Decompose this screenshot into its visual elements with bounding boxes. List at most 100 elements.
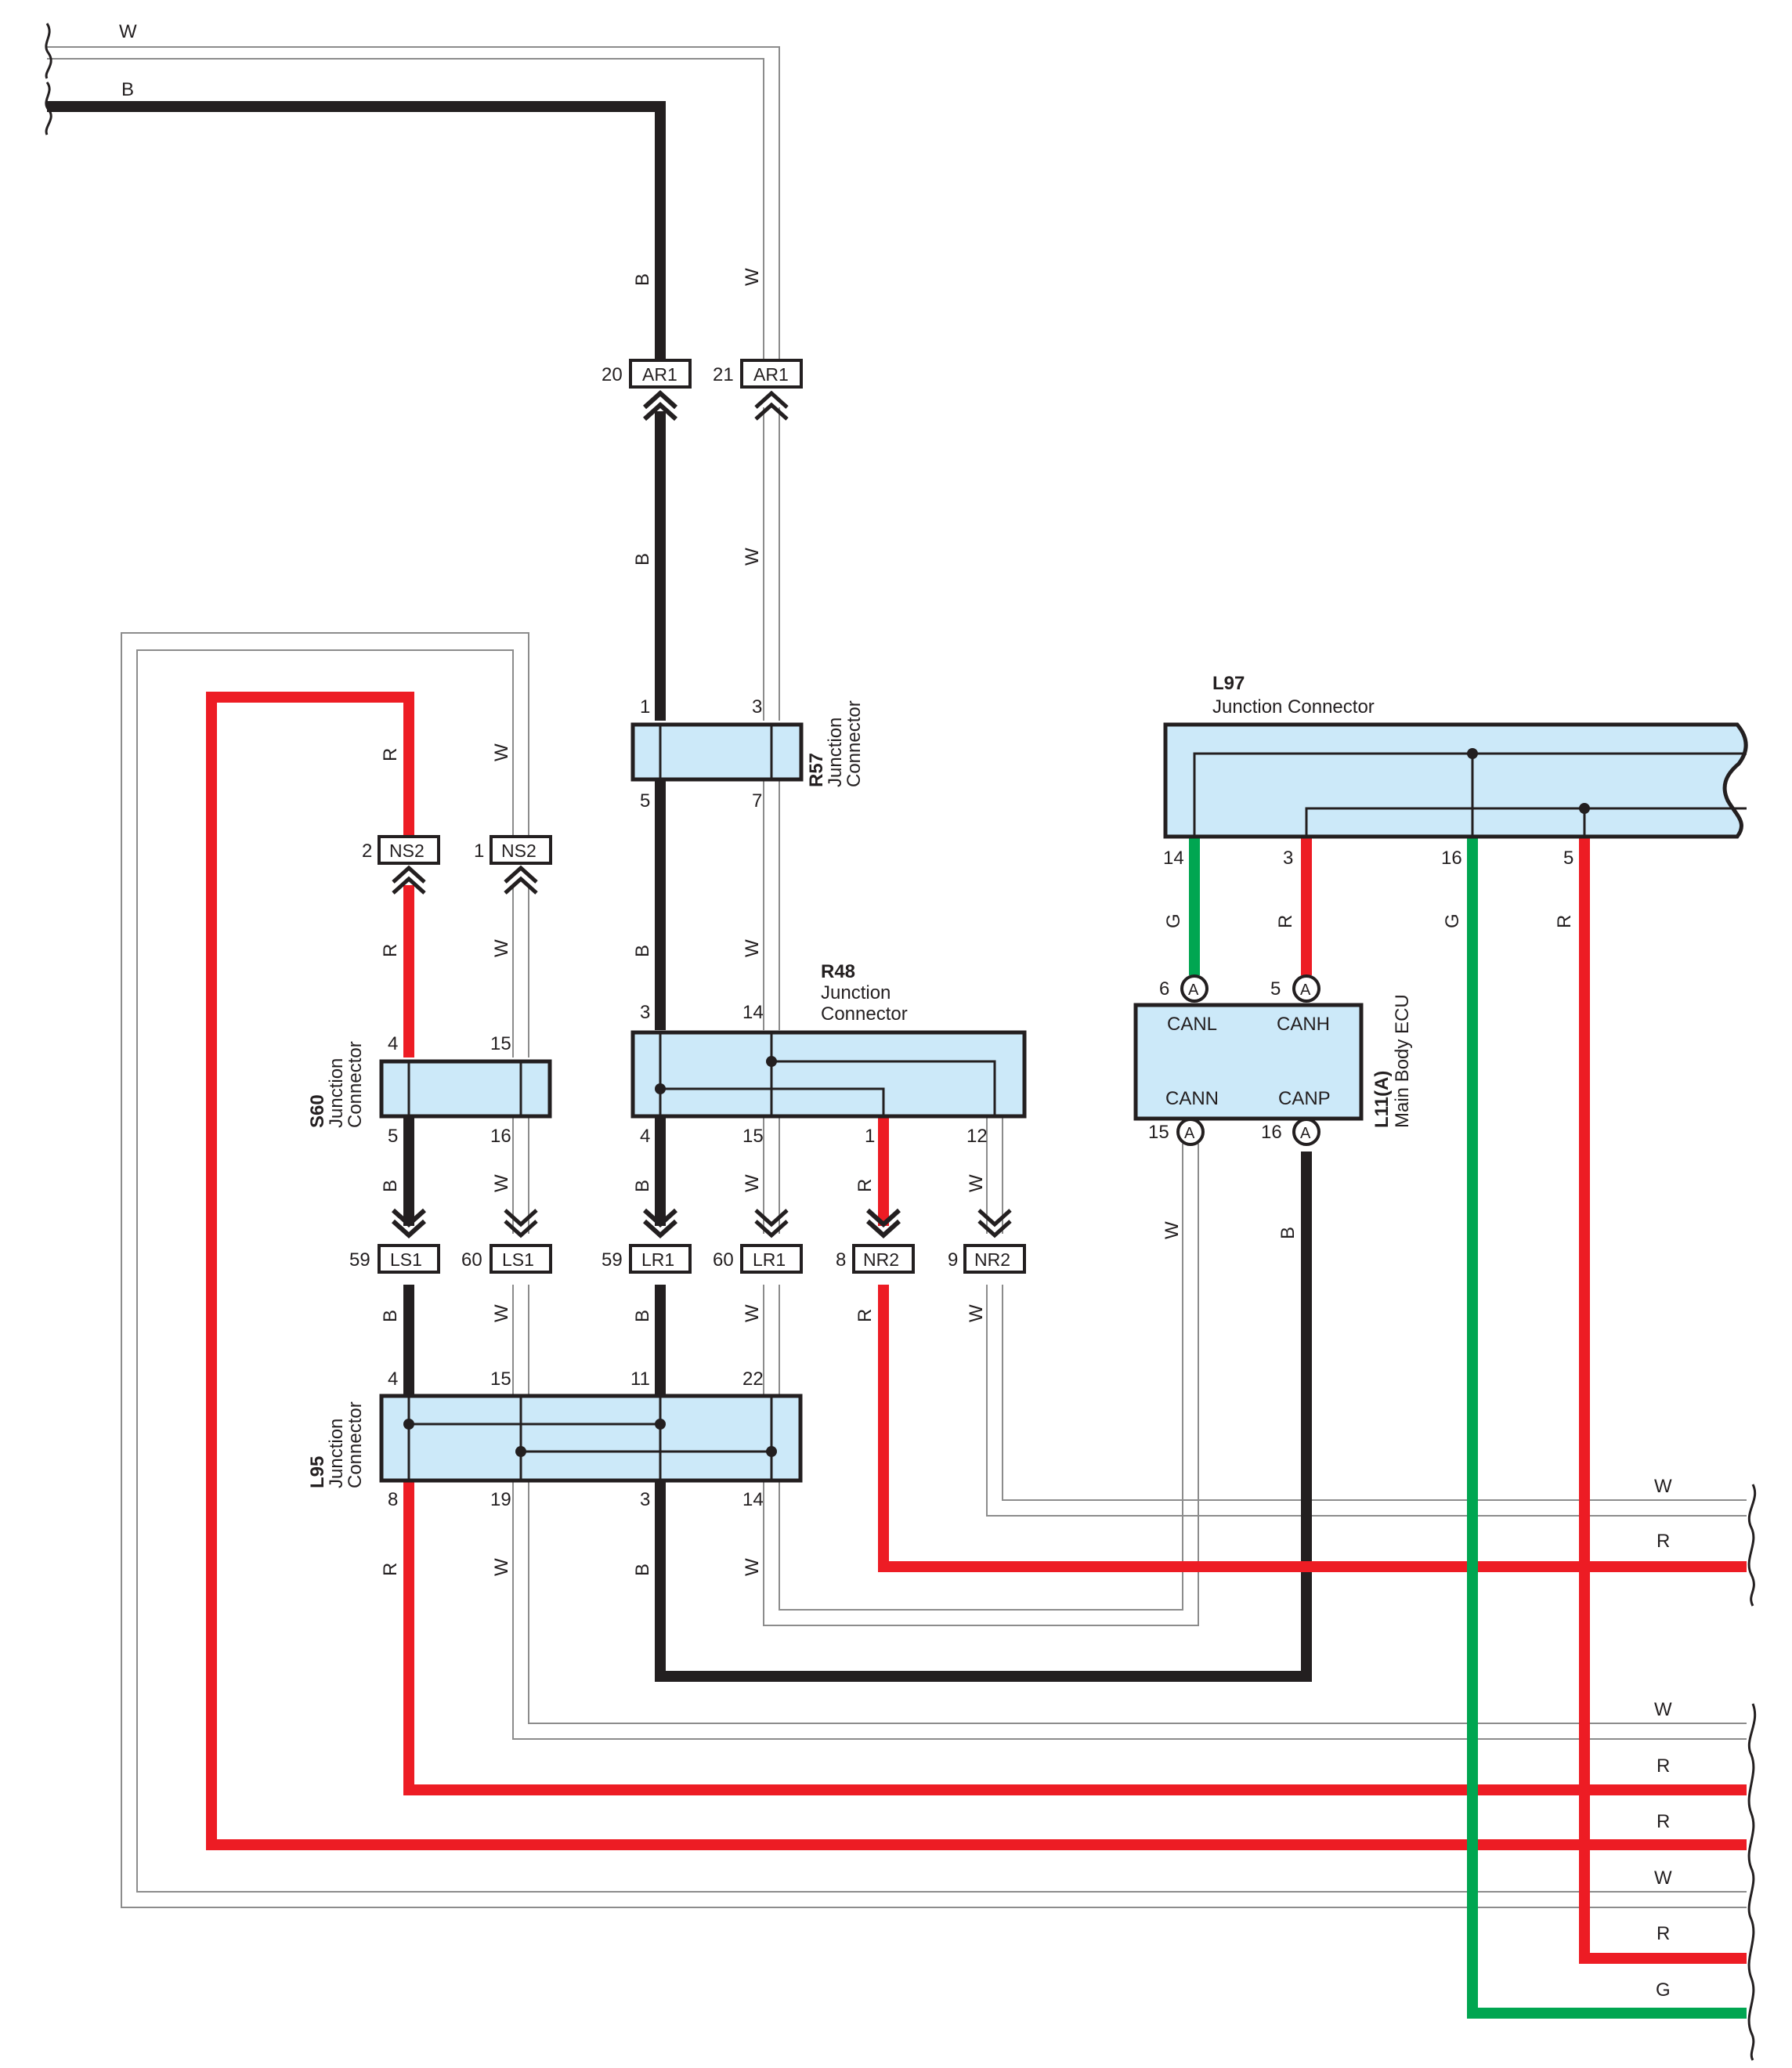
wire-label: B (632, 553, 653, 566)
wire-label: B (632, 273, 653, 286)
l95-desc-1: Junction (326, 1419, 347, 1488)
r57-body (630, 722, 804, 782)
connector-nr2-8-box (852, 1244, 915, 1274)
connector-ns2-1-code: NS2 (501, 841, 537, 861)
wire-label: W (119, 21, 137, 42)
r57-pin-3: 3 (752, 696, 762, 718)
l95-splice-dot-3 (515, 1446, 526, 1457)
l95-pin-15: 15 (490, 1368, 511, 1390)
r57-pin-5: 5 (640, 790, 650, 812)
chevron-down-icon (754, 1220, 789, 1238)
break-right-upper (1747, 1484, 1757, 1607)
connector-ar1-20-code: AR1 (642, 364, 677, 385)
ecu-terminal-5-tag: A (1300, 982, 1311, 999)
chevron-up-icon (754, 390, 789, 409)
chevron-down-icon (977, 1209, 1012, 1227)
l97-pin-14: 14 (1163, 848, 1184, 869)
wire-label: G (1656, 1979, 1671, 2001)
r48-pin-14: 14 (742, 1002, 764, 1023)
wire-label: R (854, 1179, 876, 1192)
connector-ls1-60: LS1 60 (461, 1209, 552, 1274)
connector-ar1-21-box (740, 359, 803, 389)
ecu-terminal-16-tag: A (1300, 1125, 1311, 1142)
connector-ls1-59: LS1 59 (349, 1208, 440, 1274)
wire-label: B (632, 1310, 653, 1322)
connector-ns2-1-box (490, 835, 552, 865)
r48-internal-b (771, 1060, 996, 1116)
wire-label: R (1275, 915, 1296, 928)
wire-label: W (491, 1558, 512, 1576)
wire-label: G (1163, 913, 1184, 928)
wire-w-l95-ecu-b (779, 1144, 1183, 1611)
ecu-terminal-15 (1176, 1118, 1205, 1146)
wire-label: W (491, 1174, 512, 1192)
ecu-pin-16: 16 (1261, 1122, 1282, 1143)
connector-ls1-60-pin: 60 (461, 1249, 482, 1271)
wire-label: R (854, 1309, 876, 1322)
l97-splice-dot-2 (1579, 803, 1590, 814)
wire-label: B (632, 945, 653, 957)
chevron-up-icon (392, 865, 426, 884)
connector-lr1-60-box (740, 1244, 803, 1274)
chevron-down-icon (391, 1208, 427, 1228)
connector-ar1-20-box (629, 359, 692, 389)
l95-pin-19: 19 (490, 1489, 511, 1510)
wire-b-l95-ecu (655, 1152, 1312, 1682)
chevron-down-icon (504, 1209, 538, 1227)
l97-junction-connector: L97 Junction Connector 14 3 16 5 (1163, 673, 1748, 869)
wire-w-top-inner (47, 58, 764, 360)
chevron-down-icon (391, 1219, 427, 1239)
ecu-terminal-15-tag: A (1184, 1125, 1195, 1142)
white-wires (47, 46, 1747, 1908)
connector-ls1-60-box (490, 1244, 552, 1274)
connector-lr1-59-code: LR1 (641, 1249, 674, 1270)
wire-label: B (632, 1180, 653, 1192)
r48-pin-15: 15 (742, 1126, 764, 1147)
wire-label: W (491, 743, 512, 761)
connector-lr1-59-box (629, 1244, 692, 1274)
chevron-down-icon (754, 1209, 789, 1227)
l97-internal-bus-2 (1305, 807, 1747, 837)
r48-pin-3: 3 (640, 1002, 650, 1023)
r48-splice-dot-2 (655, 1083, 666, 1094)
r48-splice-dot-1 (766, 1056, 777, 1067)
wire-label: W (1654, 1476, 1672, 1497)
l95-pin-3: 3 (640, 1489, 650, 1510)
s60-body (379, 1059, 552, 1119)
r57-label-group: R57 Junction Connector (806, 700, 865, 787)
wire-label: W (1654, 1867, 1672, 1889)
wire-label: W (742, 1304, 763, 1322)
l95-splice-dot-2 (655, 1419, 666, 1430)
l95-desc-2: Connector (345, 1401, 366, 1488)
l95-junction-connector: 4 15 11 22 8 19 3 14 L95 Junction Connec… (307, 1368, 803, 1510)
connector-ar1-20: AR1 20 (602, 359, 692, 421)
l95-pin-14: 14 (742, 1489, 764, 1510)
r57-pin-7: 7 (752, 790, 762, 812)
l97-pin-16: 16 (1441, 848, 1462, 869)
ecu-terminal-6-tag: A (1188, 982, 1199, 999)
chevron-down-icon (504, 1220, 538, 1238)
chevron-up-icon (392, 876, 426, 895)
connector-lr1-60: LR1 60 (713, 1209, 803, 1274)
connector-ns2-2-pin: 2 (362, 841, 372, 862)
connector-ls1-59-box (378, 1244, 440, 1274)
wire-label: B (632, 1564, 653, 1576)
connector-nr2-8-pin: 8 (836, 1249, 846, 1271)
connector-ls1-59-pin: 59 (349, 1249, 370, 1271)
connector-ar1-21-code: AR1 (753, 364, 789, 385)
wire-label: W (491, 939, 512, 957)
wire-label: W (742, 268, 763, 286)
l97-splice-dot-1 (1467, 748, 1478, 759)
wire-label: W (742, 1174, 763, 1192)
break-top-left-b (45, 81, 52, 136)
connector-ar1-20-pin: 20 (602, 364, 623, 385)
s60-pin-4: 4 (388, 1033, 398, 1054)
ecu-terminal-6 (1180, 974, 1209, 1003)
wire-w-l95-right (512, 1480, 1747, 1740)
red-wires (206, 692, 1747, 1964)
chevron-up-icon (504, 865, 538, 884)
connector-nr2-8: NR2 8 (836, 1208, 915, 1274)
connector-ns2-2: NS2 2 (362, 835, 440, 895)
wire-w-l95-right-b (528, 1480, 1747, 1724)
chevron-down-icon (642, 1208, 678, 1228)
